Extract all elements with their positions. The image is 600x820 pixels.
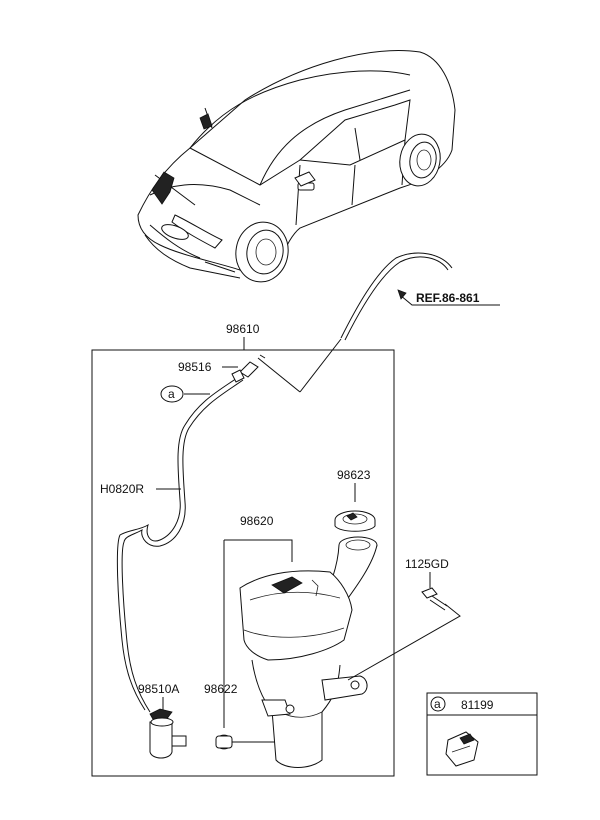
part-label-98620: 98620 [240, 514, 274, 528]
part-label-h0820r: H0820R [100, 482, 144, 496]
hose-connector-98516 [239, 354, 301, 393]
part-label-98622: 98622 [204, 682, 238, 696]
reference-hose [299, 252, 453, 393]
washer-reservoir-98620 [239, 536, 378, 768]
bolt-1125gd [421, 587, 448, 611]
part-label-98610: 98610 [226, 322, 260, 336]
reservoir-cap-98623 [334, 510, 376, 532]
part-label-98510a: 98510A [138, 682, 179, 696]
part-label-98623: 98623 [337, 468, 371, 482]
part-label-98516: 98516 [178, 360, 212, 374]
leader-98620 [224, 539, 293, 562]
reference-label: REF.86-861 [416, 291, 480, 305]
inset-callout-letter: a [434, 697, 441, 711]
washer-pump-98510a [149, 708, 187, 759]
leader-1125gd-to-bracket [347, 603, 461, 681]
washer-hose [116, 369, 245, 713]
car-illustration [137, 50, 456, 283]
grommet-98622 [215, 734, 233, 750]
inset-box-81199 [426, 692, 538, 776]
callout-a [160, 385, 184, 403]
reference-leader [397, 289, 500, 306]
part-label-1125gd: 1125GD [405, 557, 449, 571]
callout-a-letter: a [168, 387, 175, 401]
assembly-frame [91, 349, 395, 777]
inset-part-number: 81199 [461, 698, 494, 712]
